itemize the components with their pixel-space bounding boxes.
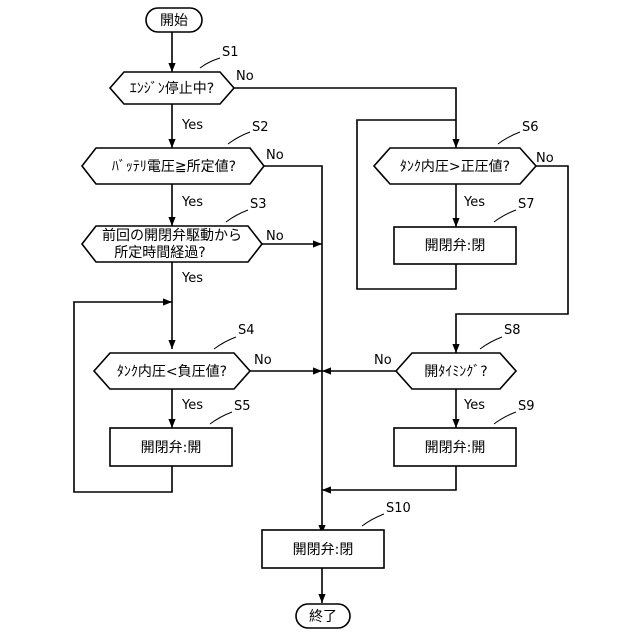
leader-s3 — [226, 210, 248, 222]
leader-s7 — [494, 210, 516, 222]
branch-s6-no: No — [536, 151, 554, 166]
step-s8: 開ﾀｲﾐﾝｸﾞ? S8 No Yes — [374, 323, 521, 413]
process-s9-text: 開閉弁:開 — [425, 440, 486, 456]
step-label-s9: S9 — [518, 399, 535, 414]
step-label-s1: S1 — [222, 45, 239, 60]
leader-s10 — [362, 514, 384, 526]
connectors — [74, 32, 568, 603]
start-terminal: 開始 — [146, 8, 202, 32]
decision-s2-text: ﾊﾞｯﾃﾘ電圧≧所定値? — [112, 159, 236, 175]
step-label-s5: S5 — [234, 399, 251, 414]
step-label-s10: S10 — [386, 501, 411, 516]
step-s5: 開閉弁:開 S5 — [110, 399, 251, 466]
decision-s3-text-line2: 所定時間経過? — [114, 245, 205, 261]
start-terminal-label: 開始 — [160, 13, 188, 29]
step-s3: 前回の開閉弁駆動から 所定時間経過? S3 No Yes — [82, 197, 284, 286]
leader-s4 — [214, 337, 236, 349]
end-terminal-label: 終了 — [309, 609, 337, 625]
branch-s8-yes: Yes — [463, 398, 485, 413]
branch-s1-yes: Yes — [181, 118, 203, 133]
end-terminal: 終了 — [296, 604, 350, 628]
branch-s8-no: No — [374, 353, 392, 368]
branch-s2-no: No — [266, 148, 284, 163]
leader-s2 — [228, 132, 250, 144]
step-s1: ｴﾝｼﾞﾝ停止中? S1 No Yes — [110, 45, 254, 133]
leader-s9 — [494, 412, 516, 424]
step-s10: 開閉弁:閉 S10 — [262, 501, 411, 568]
decision-s8-text: 開ﾀｲﾐﾝｸﾞ? — [424, 364, 487, 380]
leader-s5 — [210, 412, 232, 424]
decision-s1-text: ｴﾝｼﾞﾝ停止中? — [130, 80, 214, 97]
decision-s3-text-line1: 前回の開閉弁駆動から — [102, 227, 242, 244]
step-label-s6: S6 — [522, 120, 539, 135]
branch-s3-yes: Yes — [181, 271, 203, 286]
step-label-s4: S4 — [238, 323, 255, 338]
leader-s6 — [498, 132, 520, 144]
branch-s4-no: No — [254, 353, 272, 368]
leader-s8 — [480, 337, 502, 349]
step-label-s2: S2 — [252, 120, 269, 135]
branch-s2-yes: Yes — [181, 195, 203, 210]
decision-s4-text: ﾀﾝｸ内圧<負圧値? — [117, 364, 227, 380]
process-s7-text: 開閉弁:閉 — [425, 238, 486, 254]
leader-s1 — [200, 58, 220, 68]
process-s10-text: 開閉弁:閉 — [293, 542, 354, 558]
arrow-s2-no-to-s10 — [264, 166, 322, 534]
decision-s6-text: ﾀﾝｸ内圧>正圧値? — [400, 159, 510, 175]
branch-s3-no: No — [266, 229, 284, 244]
step-label-s3: S3 — [250, 197, 267, 212]
step-label-s8: S8 — [504, 323, 521, 338]
arrow-s1-no-to-s6 — [234, 88, 456, 148]
process-s5-text: 開閉弁:開 — [141, 440, 202, 456]
branch-s6-yes: Yes — [463, 195, 485, 210]
branch-s4-yes: Yes — [181, 398, 203, 413]
arrow-s9-to-main — [322, 466, 456, 490]
step-label-s7: S7 — [518, 197, 535, 212]
branch-s1-no: No — [236, 69, 254, 84]
